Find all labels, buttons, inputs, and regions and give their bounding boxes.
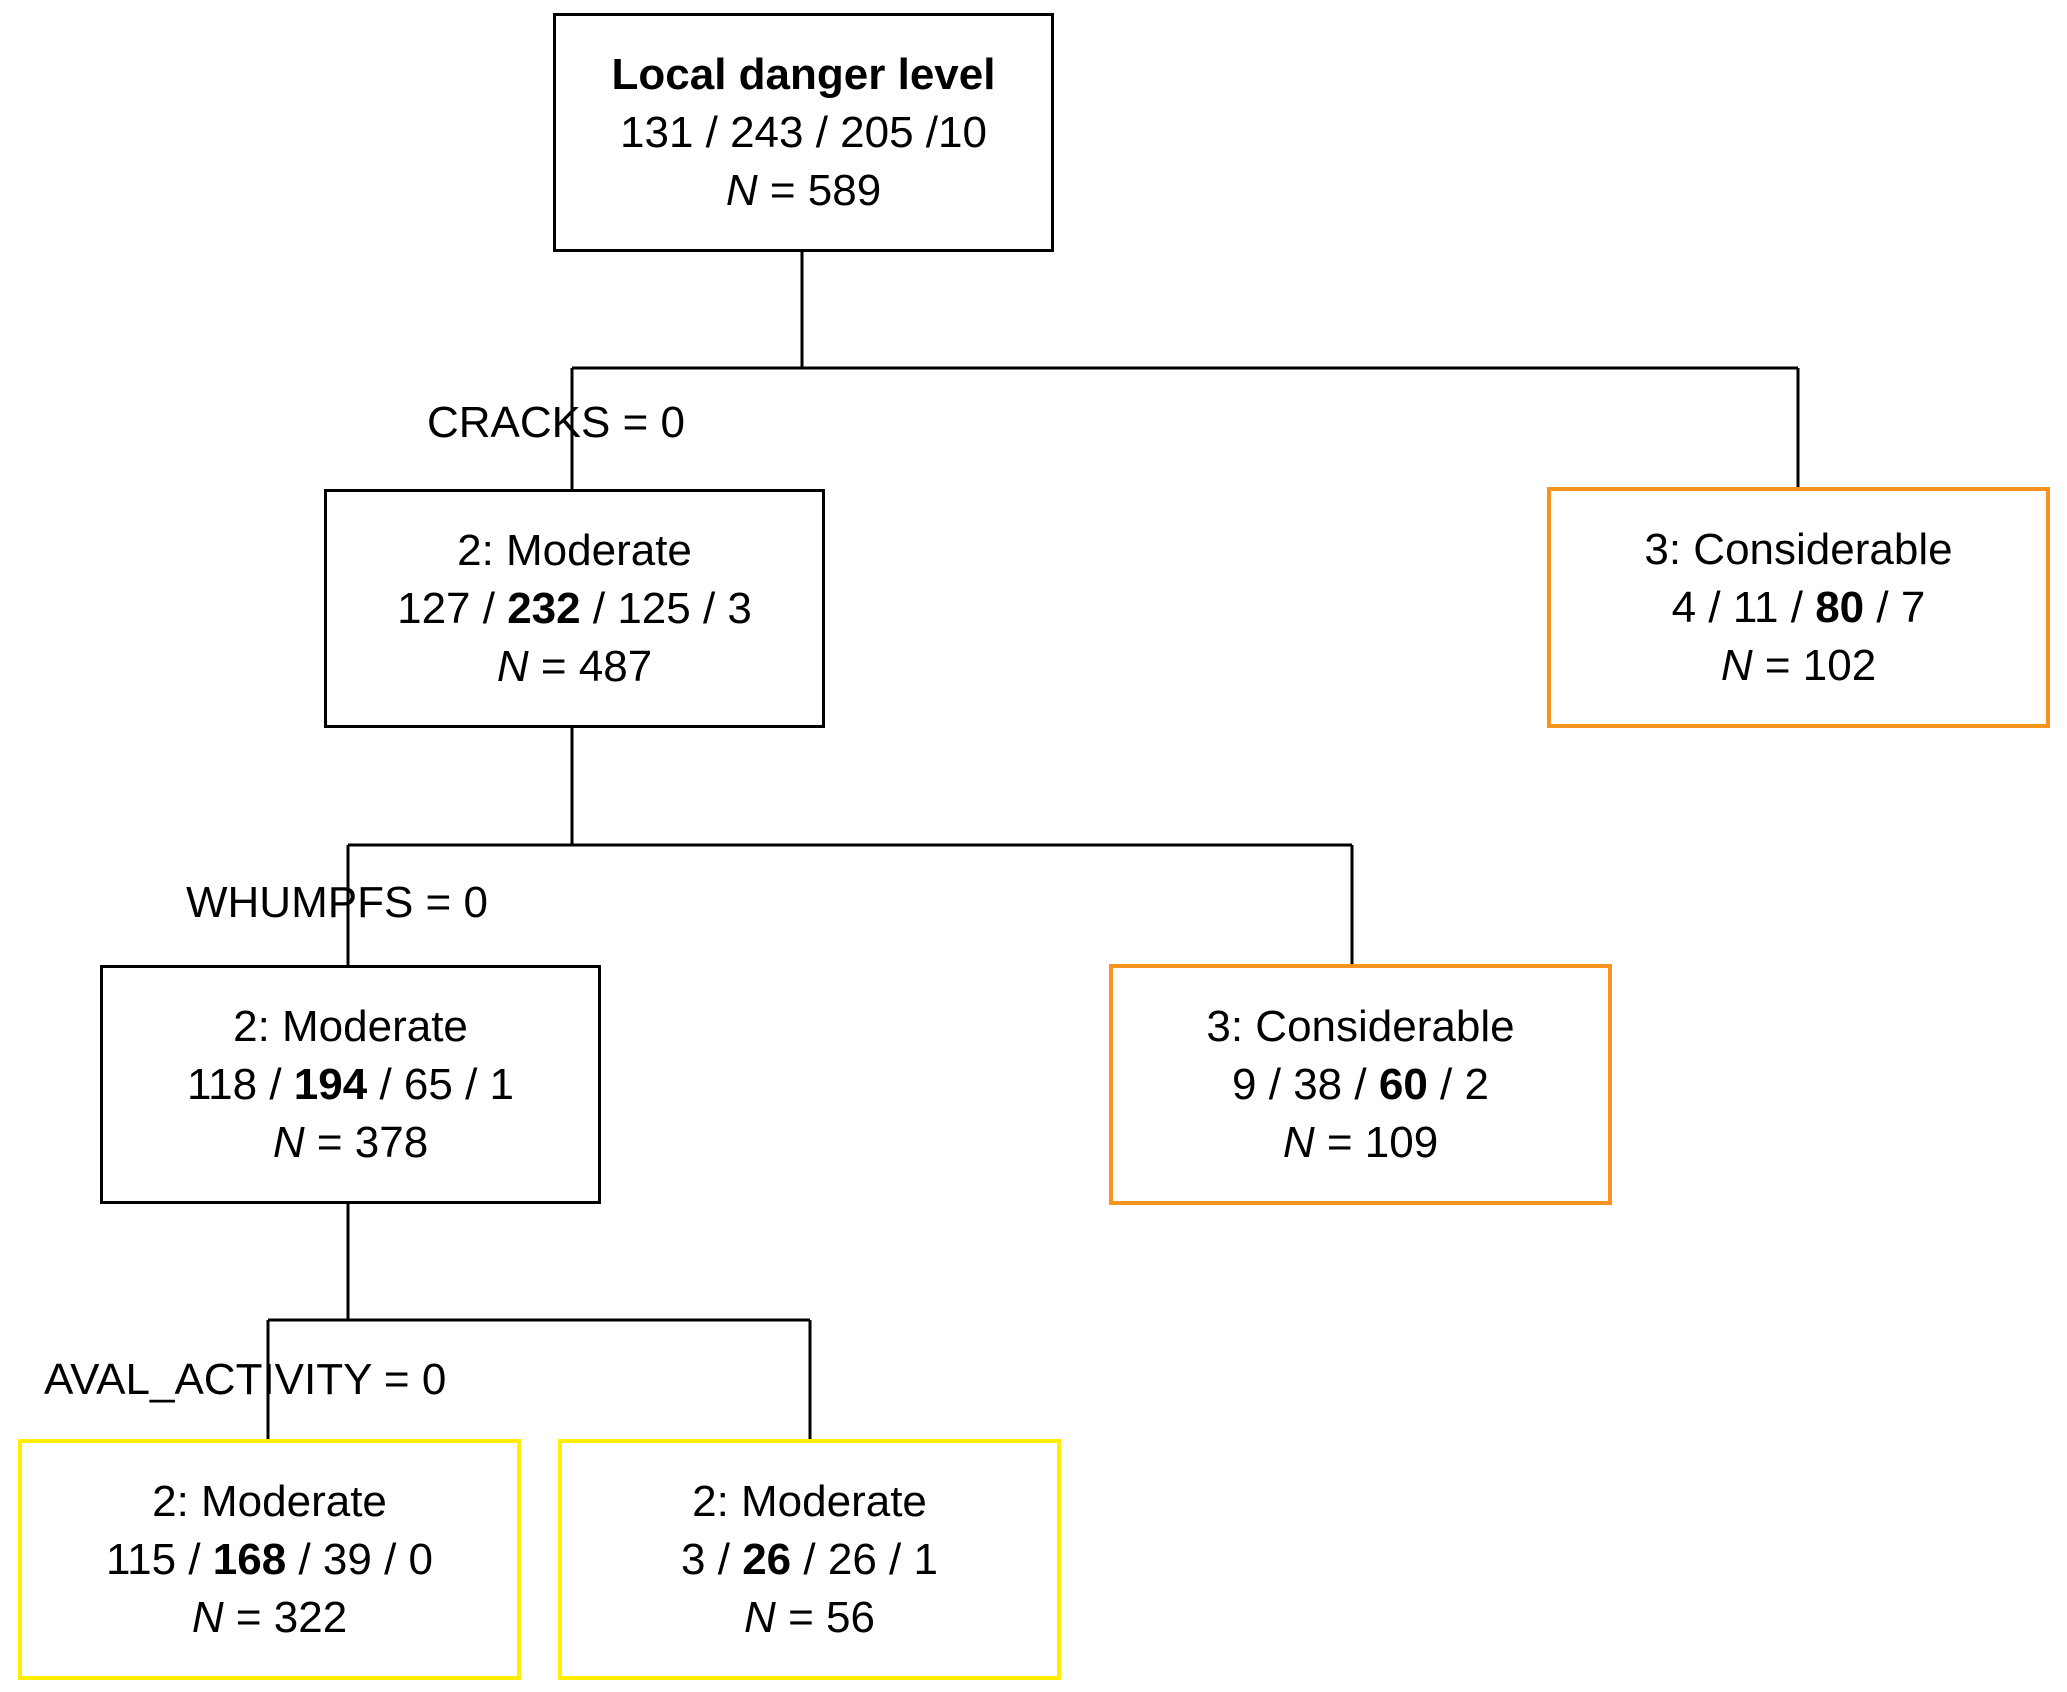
n-value: = 589: [769, 165, 882, 215]
node-title: 2: Moderate: [457, 525, 692, 575]
node-title: 2: Moderate: [233, 1001, 468, 1051]
majority-count: 168: [212, 1534, 287, 1584]
n-value: = 102: [1764, 640, 1877, 690]
node-l3-right: 2: Moderate 3 / 26 / 26 / 1 N = 56: [558, 1439, 1061, 1680]
majority-count: 232: [507, 583, 581, 633]
node-l1-left: 2: Moderate 127 / 232 / 125 / 3 N = 487: [324, 489, 825, 728]
node-l3-left: 2: Moderate 115 / 168 / 39 / 0 N = 322: [18, 1439, 521, 1680]
n-label: N: [272, 1117, 305, 1167]
node-counts: 131 / 243 / 205 /10: [620, 107, 987, 157]
n-value: = 378: [316, 1117, 429, 1167]
node-n: N = 322: [192, 1589, 347, 1647]
n-label: N: [1282, 1117, 1315, 1167]
node-title: 3: Considerable: [1644, 524, 1953, 574]
split-label-whumpfs: WHUMPFS = 0: [186, 878, 488, 927]
node-n: N = 589: [726, 162, 881, 220]
node-counts: 9 / 38 / 60 / 2: [1232, 1059, 1489, 1109]
n-label: N: [1720, 640, 1753, 690]
node-n: N = 56: [744, 1589, 875, 1647]
node-title: 2: Moderate: [152, 1476, 387, 1526]
n-value: = 109: [1326, 1117, 1439, 1167]
n-label: N: [725, 165, 758, 215]
root-node: Local danger level 131 / 243 / 205 /10 N…: [553, 13, 1054, 252]
node-counts: 4 / 11 / 80 / 7: [1671, 582, 1926, 632]
node-counts: 3 / 26 / 26 / 1: [681, 1534, 938, 1584]
majority-count: 194: [293, 1059, 368, 1109]
node-counts: 115 / 168 / 39 / 0: [105, 1534, 434, 1584]
n-value: = 322: [235, 1592, 348, 1642]
split-label-aval-activity: AVAL_ACTIVITY = 0: [44, 1355, 447, 1404]
node-l2-right: 3: Considerable 9 / 38 / 60 / 2 N = 109: [1109, 964, 1612, 1205]
n-label: N: [191, 1592, 224, 1642]
majority-count: 26: [742, 1534, 792, 1584]
majority-count: 60: [1378, 1059, 1428, 1109]
n-value: = 56: [788, 1592, 875, 1642]
node-n: N = 487: [497, 638, 652, 696]
node-l1-right: 3: Considerable 4 / 11 / 80 / 7 N = 102: [1547, 487, 2050, 728]
majority-count: 80: [1815, 582, 1865, 632]
node-n: N = 109: [1283, 1114, 1438, 1172]
n-label: N: [496, 641, 529, 691]
node-n: N = 378: [273, 1114, 428, 1172]
node-title: Local danger level: [611, 49, 996, 99]
node-n: N = 102: [1721, 637, 1876, 695]
n-label: N: [744, 1592, 776, 1642]
node-title: 2: Moderate: [692, 1476, 927, 1526]
n-value: = 487: [540, 641, 653, 691]
node-counts: 118 / 194 / 65 / 1: [186, 1059, 515, 1109]
node-counts: 127 / 232 / 125 / 3: [397, 583, 752, 633]
node-title: 3: Considerable: [1206, 1001, 1515, 1051]
node-l2-left: 2: Moderate 118 / 194 / 65 / 1 N = 378: [100, 965, 601, 1204]
split-label-cracks: CRACKS = 0: [427, 398, 685, 447]
